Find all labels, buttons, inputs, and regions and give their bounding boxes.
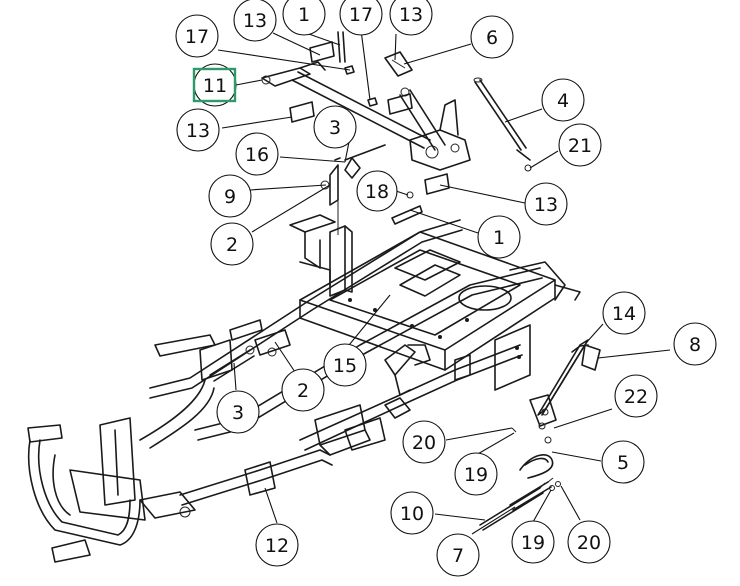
callout-20: 20 xyxy=(567,520,611,564)
callout-21-text: 21 xyxy=(568,135,592,157)
highlight-box xyxy=(192,67,237,103)
callout-13: 13 xyxy=(176,108,220,152)
callout-9: 9 xyxy=(208,174,252,218)
callout-17: 17 xyxy=(175,14,219,58)
callout-14: 14 xyxy=(602,291,646,335)
callout-11-text: 11 xyxy=(203,75,227,97)
callout-15: 15 xyxy=(323,343,367,387)
callout-17-text: 17 xyxy=(349,4,373,26)
callout-18: 18 xyxy=(356,170,398,212)
callout-1-text: 1 xyxy=(493,227,505,249)
callout-20-text: 20 xyxy=(412,432,436,454)
center-frame xyxy=(299,231,581,391)
callout-4-text: 4 xyxy=(557,90,569,112)
part-1-pin xyxy=(391,205,423,225)
callout-19: 19 xyxy=(454,452,498,496)
callout-8: 8 xyxy=(673,322,717,366)
callout-6: 6 xyxy=(470,15,514,59)
callout-17-text: 17 xyxy=(185,26,209,48)
callout-10-text: 10 xyxy=(400,503,424,525)
callout-1: 1 xyxy=(282,0,326,36)
callout-2: 2 xyxy=(210,222,254,266)
callout-21: 21 xyxy=(558,123,602,167)
callout-labels: 13 1 17 13 17 6 11 4 xyxy=(175,0,717,577)
callout-10: 10 xyxy=(390,491,434,535)
callout-15-text: 15 xyxy=(333,355,357,377)
part-4-rod xyxy=(473,77,531,161)
callout-5-text: 5 xyxy=(617,452,629,474)
parts-drawing xyxy=(27,31,601,563)
callout-20: 20 xyxy=(402,420,446,464)
callout-19-text: 19 xyxy=(464,464,488,486)
leader-lines xyxy=(217,29,671,535)
front-crossmember xyxy=(154,319,291,381)
callout-1-text: 1 xyxy=(298,4,310,26)
callout-8-text: 8 xyxy=(689,334,701,356)
callout-18-text: 18 xyxy=(365,181,389,203)
callout-1: 1 xyxy=(477,215,521,259)
callout-22-text: 22 xyxy=(624,386,648,408)
part-6-link xyxy=(384,51,413,77)
callout-2: 2 xyxy=(281,368,325,412)
callout-16-text: 16 xyxy=(245,144,269,166)
callout-9-text: 9 xyxy=(224,186,236,208)
callout-12-text: 12 xyxy=(265,535,289,557)
callout-13-text: 13 xyxy=(534,194,558,216)
callout-5: 5 xyxy=(601,440,645,484)
callout-6-text: 6 xyxy=(486,27,498,49)
front-bumper xyxy=(27,379,215,563)
callout-16: 16 xyxy=(235,132,279,176)
callout-3: 3 xyxy=(216,390,260,434)
callout-7: 7 xyxy=(436,533,480,577)
callout-12: 12 xyxy=(255,523,299,567)
callout-14-text: 14 xyxy=(612,303,636,325)
callout-13: 13 xyxy=(389,0,433,36)
upper-linkage xyxy=(261,31,471,195)
cable-bracket-cluster xyxy=(320,144,386,235)
pivot-bracket xyxy=(384,344,431,396)
callout-3-text: 3 xyxy=(232,402,244,424)
callout-17: 17 xyxy=(339,0,383,36)
callout-13-text: 13 xyxy=(186,120,210,142)
callout-13-text: 13 xyxy=(243,10,267,32)
callout-19: 19 xyxy=(511,520,555,564)
pedal-assembly xyxy=(519,339,601,479)
lower-cables xyxy=(479,427,561,531)
callout-20-text: 20 xyxy=(577,532,601,554)
callout-7-text: 7 xyxy=(452,545,464,567)
column-post xyxy=(289,214,353,297)
callout-2-text: 2 xyxy=(226,234,238,256)
callout-13-text: 13 xyxy=(399,4,423,26)
callout-13: 13 xyxy=(233,0,277,42)
callout-2-text: 2 xyxy=(297,380,309,402)
callout-4: 4 xyxy=(541,78,585,122)
callout-11: 11 xyxy=(192,63,237,107)
callout-3: 3 xyxy=(313,105,357,149)
callout-3-text: 3 xyxy=(329,117,341,139)
callout-13: 13 xyxy=(524,182,568,226)
lower-crossmember xyxy=(179,397,411,506)
callout-19-text: 19 xyxy=(521,532,545,554)
callout-22: 22 xyxy=(614,374,658,418)
